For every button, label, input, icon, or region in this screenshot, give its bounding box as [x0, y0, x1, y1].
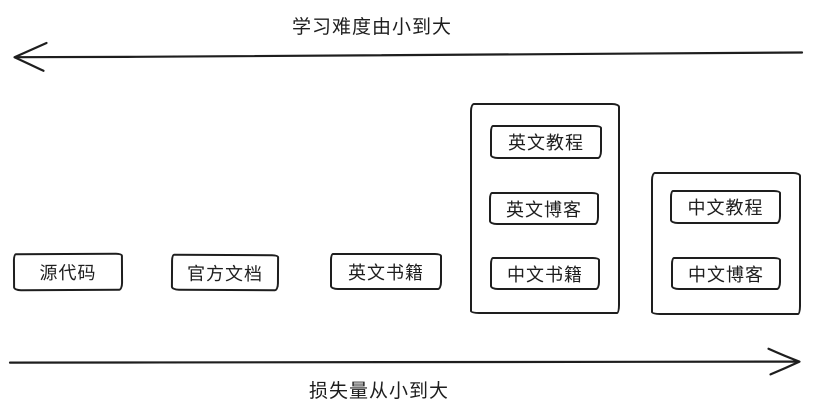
- box-english-tutorials: 英文教程: [490, 125, 602, 159]
- box-source-code: 源代码: [12, 252, 124, 292]
- box-chinese-blogs: 中文博客: [671, 257, 781, 290]
- box-official-docs-label: 官方文档: [186, 263, 264, 284]
- box-chinese-tutorials-label: 中文教程: [687, 198, 764, 218]
- box-chinese-blogs-label: 中文博客: [688, 264, 764, 285]
- box-chinese-tutorials: 中文教程: [670, 190, 781, 224]
- difficulty-arrow-left-icon: [13, 41, 804, 72]
- box-english-blogs: 英文博客: [489, 192, 599, 225]
- group-box-left: 英文教程 英文博客 中文书籍: [470, 103, 620, 314]
- box-english-tutorials-label: 英文教程: [508, 133, 584, 153]
- loss-arrow-right-icon: [8, 347, 801, 376]
- box-chinese-books-label: 中文书籍: [507, 264, 583, 285]
- bottom-axis-label: 损失量从小到大: [309, 381, 450, 402]
- box-english-blogs-label: 英文博客: [506, 199, 582, 220]
- box-chinese-books: 中文书籍: [490, 257, 600, 290]
- top-axis-label: 学习难度由小到大: [292, 17, 453, 38]
- group-box-right: 中文教程 中文博客: [651, 172, 801, 315]
- box-official-docs: 官方文档: [170, 253, 280, 292]
- box-english-books-label: 英文书籍: [348, 262, 424, 283]
- box-source-code-label: 源代码: [39, 262, 97, 284]
- box-english-books: 英文书籍: [330, 253, 442, 290]
